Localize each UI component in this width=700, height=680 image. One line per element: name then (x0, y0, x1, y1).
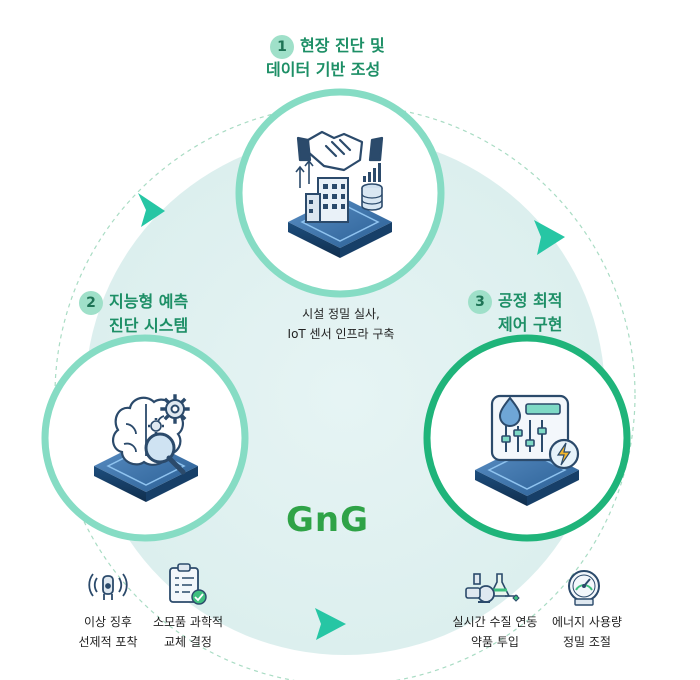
step1-desc-line1: 시설 정밀 실사, (302, 307, 380, 321)
cycle-arrow-left (138, 193, 165, 227)
step2-title-line2: 진단 시스템 (109, 316, 189, 335)
bottom-item-consumable-line1: 소모품 과학적 (152, 615, 224, 629)
bottom-item-chemical: 실시간 수질 연동 약품 투입 (440, 612, 550, 652)
bottom-item-chemical-line1: 실시간 수질 연동 (452, 615, 538, 629)
bottom-item-energy-line2: 정밀 조절 (563, 635, 611, 649)
step2-title: 2 지능형 예측 진단 시스템 (79, 291, 188, 336)
bottom-item-chemical-line2: 약품 투입 (471, 635, 519, 649)
step1-number: 1 (270, 35, 294, 59)
cycle-arrow-bottom (315, 608, 346, 640)
step1-title-line2: 데이터 기반 조성 (266, 60, 381, 79)
cycle-arrow-right (534, 220, 565, 255)
gauge-icon (568, 570, 600, 606)
step2-number: 2 (79, 291, 103, 315)
bottom-item-anomaly: 이상 징후 선제적 포착 (62, 612, 154, 652)
step1-title-line1: 현장 진단 및 (300, 36, 385, 55)
step3-title-line1: 공정 최적 (498, 291, 563, 310)
bottom-item-energy-line1: 에너지 사용량 (551, 615, 623, 629)
clipboard-check-icon (169, 563, 207, 605)
brain-gear-magnifier-icon (94, 394, 198, 502)
bottom-item-consumable: 소모품 과학적 교체 결정 (140, 612, 236, 652)
bottom-item-anomaly-line2: 선제적 포착 (78, 635, 138, 649)
step3-title: 3 공정 최적 제어 구현 (468, 290, 562, 335)
step3-number: 3 (468, 290, 492, 314)
step1-title: 1 현장 진단 및 데이터 기반 조성 (266, 35, 385, 80)
step3-title-line2: 제어 구현 (498, 315, 563, 334)
step2-title-line1: 지능형 예측 (109, 292, 189, 311)
control-panel-drop-lightning-icon (475, 394, 580, 506)
gng-logo: GnG (286, 500, 370, 540)
bottom-item-energy: 에너지 사용량 정밀 조절 (540, 612, 634, 652)
handshake-building-icon (288, 130, 392, 258)
dashed-cycle-ring (54, 104, 636, 680)
pump-flask-icon (465, 573, 520, 603)
step1-desc-line2: IoT 센서 인프라 구축 (287, 327, 395, 341)
sensor-signal-icon (88, 573, 128, 600)
bottom-item-consumable-line2: 교체 결정 (164, 635, 212, 649)
bottom-item-anomaly-line1: 이상 징후 (84, 615, 132, 629)
step1-description: 시설 정밀 실사, IoT 센서 인프라 구축 (276, 304, 406, 344)
